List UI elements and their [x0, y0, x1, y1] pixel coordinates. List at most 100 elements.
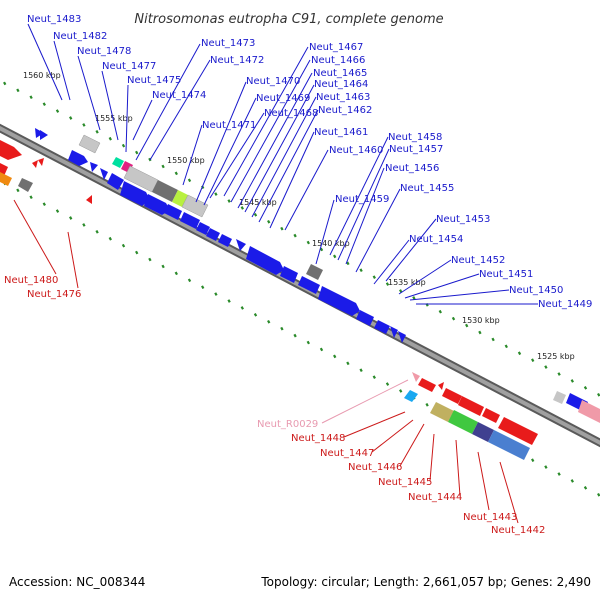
tick-label-1540: 1540 kbp: [312, 239, 350, 248]
gene-arrow: [90, 162, 98, 172]
leader-line: [409, 289, 510, 301]
forward-gene-labels: Neut_1483 Neut_1482 Neut_1478 Neut_1477 …: [27, 14, 592, 310]
leader-line: [244, 84, 315, 213]
scale-dot: [517, 351, 522, 356]
scale-dot: [333, 254, 337, 259]
gene-arrow: [398, 331, 406, 343]
leader-line: [149, 59, 211, 161]
gene-arrow: [374, 320, 390, 334]
gene-arrow: [236, 239, 246, 251]
leader-line: [27, 23, 63, 101]
gene-arrow: [418, 378, 436, 392]
tick-label-1530: 1530 kbp: [462, 316, 500, 325]
scale-dot: [108, 136, 112, 141]
gene-block: [112, 157, 124, 168]
leader-line: [499, 461, 519, 524]
scale-dot: [3, 81, 7, 86]
gene-block: [472, 422, 494, 442]
scale-dot: [95, 130, 99, 134]
gene-block: [553, 391, 566, 404]
gene-arrow: [280, 266, 298, 283]
gene-arrow: [100, 168, 108, 180]
gene-label-neut-1460: Neut_1460: [329, 145, 383, 156]
map-title: Nitrosomonas eutropha C91, complete geno…: [134, 12, 443, 27]
scale-dot: [544, 365, 548, 369]
gene-block: [181, 194, 209, 218]
leader-line: [132, 99, 153, 141]
leader-line: [404, 273, 480, 299]
gene-arrow: [144, 194, 170, 215]
gene-arrow: [35, 128, 44, 138]
tick-label-1555: 1555 kbp: [95, 114, 133, 123]
gene-arrow: [196, 222, 210, 235]
scale-dot: [201, 285, 205, 290]
scale-dot: [240, 306, 244, 310]
gene-block: [0, 163, 8, 176]
scale-dot: [55, 209, 60, 213]
gene-block: [78, 134, 101, 154]
gene-label-neut-1476: Neut_1476: [27, 289, 81, 300]
gene-block: [578, 400, 600, 423]
leader-line: [355, 188, 401, 273]
scale-dot: [399, 389, 403, 393]
gene-block: [430, 402, 454, 422]
gene-arrow: [164, 204, 182, 220]
gene-label-neut-1454: Neut_1454: [409, 234, 463, 245]
reverse-strand-features: [0, 158, 538, 460]
gene-label-neut-1469: Neut_1469: [256, 93, 310, 104]
scale-dot: [319, 247, 324, 252]
gene-label-neut-1475: Neut_1475: [127, 75, 181, 86]
gene-label-neut-1474: Neut_1474: [152, 90, 206, 101]
reverse-gene-labels: Neut_1480 Neut_1476 Neut_R0029 Neut_1448…: [4, 275, 545, 536]
leader-line: [371, 419, 414, 453]
leader-line: [373, 239, 410, 285]
gene-arrow: [390, 326, 398, 338]
leader-line: [182, 124, 203, 186]
gene-label-neut-1442: Neut_1442: [491, 525, 545, 536]
scale-dot: [227, 199, 231, 203]
gene-label-neut-1443: Neut_1443: [463, 512, 517, 523]
gene-arrow: [218, 234, 232, 247]
leader-line: [455, 439, 461, 497]
scale-dot: [583, 486, 588, 490]
gene-arrow: [206, 228, 220, 241]
scale-dot: [95, 230, 99, 234]
scale-dot: [135, 150, 139, 155]
gene-label-neut-1480: Neut_1480: [4, 275, 58, 286]
scale-dot: [16, 188, 20, 193]
label-leader-lines: [13, 23, 538, 524]
gene-arrow: [107, 173, 124, 190]
gene-label-neut-1466: Neut_1466: [311, 55, 365, 66]
leader-line: [345, 167, 385, 265]
gene-arrow: [318, 286, 360, 316]
gene-arrow: [246, 246, 284, 275]
gene-arrow: [86, 195, 92, 204]
leader-line: [237, 72, 313, 209]
scale-dot: [570, 479, 574, 483]
leader-line: [77, 55, 101, 131]
gene-label-neut-1457: Neut_1457: [389, 144, 443, 155]
scale-labels: 1560 kbp 1555 kbp 1550 kbp 1545 kbp 1540…: [23, 71, 575, 361]
scale-dot: [161, 264, 165, 269]
scale-dot: [359, 368, 363, 373]
gene-label-neut-1447: Neut_1447: [320, 448, 374, 459]
gene-label-neut-r0029: Neut_R0029: [257, 419, 318, 430]
gene-label-neut-1461: Neut_1461: [314, 127, 368, 138]
forward-strand-features: [0, 128, 600, 423]
leader-line: [385, 218, 437, 282]
scale-dot: [293, 233, 297, 238]
gene-label-neut-1453: Neut_1453: [436, 214, 490, 225]
gene-block: [488, 430, 530, 460]
leader-line: [477, 451, 490, 511]
leader-line: [209, 112, 265, 199]
gene-label-neut-1483: Neut_1483: [27, 14, 81, 25]
scale-dot: [267, 219, 271, 224]
leader-line: [399, 423, 425, 467]
gene-label-neut-1449: Neut_1449: [538, 299, 592, 310]
scale-dot: [372, 375, 376, 379]
leader-line: [195, 81, 247, 203]
scale-dot: [69, 216, 73, 220]
gene-arrow: [438, 382, 444, 390]
gene-arrow: [482, 408, 500, 423]
